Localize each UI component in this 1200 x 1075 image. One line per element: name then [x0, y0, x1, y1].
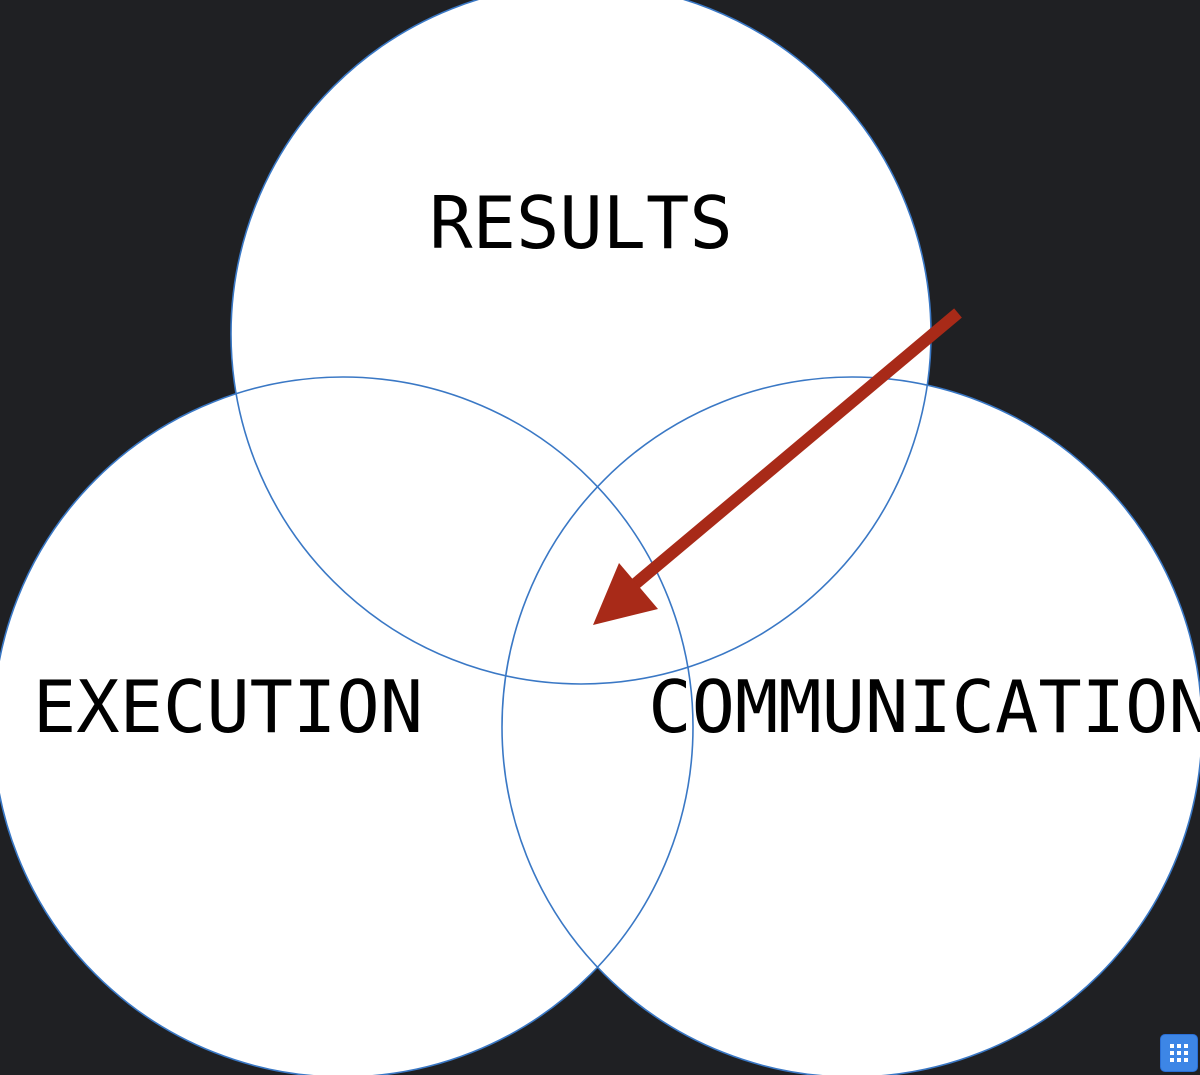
circle-execution-outline [0, 376, 694, 1075]
grid-icon [1170, 1044, 1188, 1062]
circle-execution-fill [0, 377, 693, 1075]
arrow-to-intersection [593, 308, 962, 625]
label-execution: EXECUTION [33, 665, 423, 749]
label-results: RESULTS [429, 181, 732, 265]
grid-menu-button[interactable] [1160, 1034, 1198, 1072]
arrow-shaft [624, 308, 962, 595]
arrow-head [593, 563, 658, 625]
circle-communication-outline [501, 376, 1200, 1075]
label-communication: COMMUNICATION [648, 665, 1200, 749]
